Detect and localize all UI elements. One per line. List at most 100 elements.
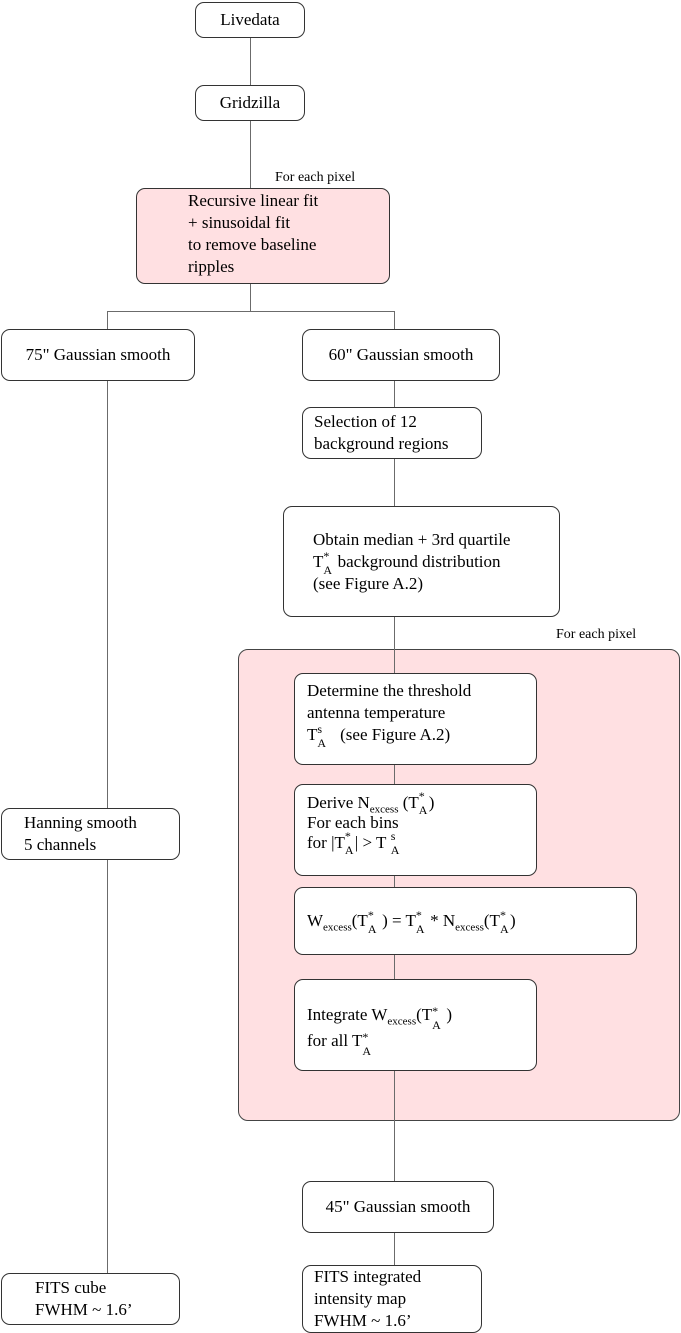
connector-split-horizontal [107, 311, 394, 312]
node-gauss75-text: 75" Gaussian smooth [25, 345, 171, 364]
node-integrate: Integrate Wexcess(T*A ) for all T*A [294, 979, 537, 1071]
node-gauss60-text: 60" Gaussian smooth [328, 345, 474, 364]
node-fits-cube: FITS cube FWHM ~ 1.6’ [1, 1273, 180, 1325]
connector-split-right [394, 311, 395, 329]
for-abs-t: for |T [307, 833, 345, 852]
symbol-star-a: *A [345, 829, 355, 857]
paren-close: ) [509, 911, 516, 930]
sup-star: * [432, 1004, 439, 1018]
node-livedata-text: Livedata [220, 10, 280, 29]
selection-line-1: Selection of 12 [314, 412, 417, 431]
baseline-fit-line-2: + sinusoidal fit [188, 213, 291, 232]
connector-split-left [107, 311, 108, 329]
node-baseline-fit: Recursive linear fit + sinusoidal fit to… [136, 188, 390, 284]
sub-a: A [418, 803, 428, 817]
node-gauss45-text: 45" Gaussian smooth [325, 1197, 471, 1216]
sub-a: A [323, 563, 333, 577]
sub-a: A [499, 922, 509, 936]
sub-excess: excess [455, 921, 484, 934]
node-wexcess: Wexcess(T*A ) = T*A * Nexcess(T*A) [294, 887, 637, 955]
sub-excess: excess [323, 921, 352, 934]
paren-close: ) [442, 1005, 453, 1024]
integrate-text: Integrate W [307, 1005, 388, 1024]
sub-a: A [317, 736, 327, 750]
for-each-pixel-label-top: For each pixel [275, 170, 356, 185]
node-threshold: Determine the threshold antenna temperat… [294, 673, 537, 765]
symbol-t: T [307, 725, 318, 744]
hanning-line-1: Hanning smooth [24, 813, 137, 832]
symbol-star-a: *A [500, 908, 510, 936]
fits-map-line-1: FITS integrated [314, 1267, 422, 1286]
selection-line-2: background regions [314, 434, 449, 453]
threshold-line-2: antenna temperature [307, 703, 446, 722]
sub-a: A [362, 1044, 372, 1058]
sup-star: * [323, 549, 330, 563]
connector-fit-split [250, 284, 251, 311]
integrate-line-1: Integrate Wexcess(T*A ) [307, 1002, 536, 1032]
node-livedata: Livedata [195, 2, 305, 38]
connector-gauss45-fitsmap [394, 1233, 395, 1266]
sup-star: * [362, 1030, 369, 1044]
paren-t: (T [483, 911, 500, 930]
node-derive: Derive Nexcess (T*A) For each bins for |… [294, 784, 537, 876]
derive-text: Derive N [307, 793, 370, 812]
paren-close: ) [428, 793, 435, 812]
sub-excess: excess [369, 803, 399, 816]
node-gauss75: 75" Gaussian smooth [1, 329, 195, 381]
symbol-star-a: *A [368, 908, 378, 936]
connector-left-branch-top [107, 380, 108, 808]
sub-excess: excess [387, 1015, 417, 1028]
sub-a: A [367, 922, 377, 936]
sub-a: A [390, 843, 400, 857]
paren-t: (T [351, 911, 368, 930]
median-line-1: Obtain median + 3rd quartile [313, 530, 511, 549]
node-gridzilla-text: Gridzilla [219, 93, 281, 112]
baseline-fit-line-1: Recursive linear fit [188, 191, 319, 210]
baseline-fit-line-3: to remove baseline [188, 235, 317, 254]
fits-map-line-3: FWHM ~ 1.6’ [314, 1311, 412, 1330]
sup-star: * [499, 908, 506, 922]
baseline-fit-line-4: ripples [188, 257, 235, 276]
for-all-t: for all T [307, 1031, 363, 1050]
paren-t: (T [416, 1005, 433, 1024]
connector-gauss60-selection [394, 380, 395, 407]
derive-line-1: Derive Nexcess (T*A) [307, 789, 536, 817]
derive-line-2: For each bins [307, 813, 399, 832]
node-gauss45: 45" Gaussian smooth [302, 1181, 494, 1233]
connector-selection-median [394, 458, 395, 506]
equals-t: ) = T [377, 911, 416, 930]
node-median: Obtain median + 3rd quartile T*A backgro… [283, 506, 560, 617]
sup-star: * [344, 829, 351, 843]
symbol-star-a: *A [419, 789, 429, 817]
connector-left-branch-bottom [107, 859, 108, 1273]
sup-s: s [390, 829, 396, 843]
median-line-3: (see Figure A.2) [313, 574, 424, 593]
symbol-star-a: *A [362, 1030, 372, 1058]
node-gauss60: 60" Gaussian smooth [302, 329, 500, 381]
w-symbol: W [307, 911, 324, 930]
symbol-star-a: *A [323, 549, 333, 577]
hanning-line-2: 5 channels [24, 835, 97, 854]
symbol-star-a: *A [432, 1004, 442, 1032]
for-each-pixel-label-region: For each pixel [556, 627, 637, 642]
sub-a: A [415, 922, 425, 936]
connector-livedata-gridzilla [250, 38, 251, 85]
sub-a: A [432, 1018, 441, 1032]
paren-t: (T [398, 793, 419, 812]
symbol-t: T [313, 552, 324, 571]
node-selection: Selection of 12 background regions [302, 407, 482, 459]
fits-map-line-2: intensity map [314, 1289, 407, 1308]
integrate-line-2: for all T*A [307, 1028, 536, 1058]
node-fits-map: FITS integrated intensity map FWHM ~ 1.6… [302, 1265, 482, 1333]
median-line-2: T*A background distribution [313, 549, 559, 577]
sup-star: * [418, 789, 425, 803]
sup-s: s [317, 722, 323, 736]
symbol-star-a: *A [416, 908, 426, 936]
times-n: * N [425, 911, 456, 930]
gt-t: | > T [354, 833, 387, 852]
node-gridzilla: Gridzilla [195, 85, 305, 121]
